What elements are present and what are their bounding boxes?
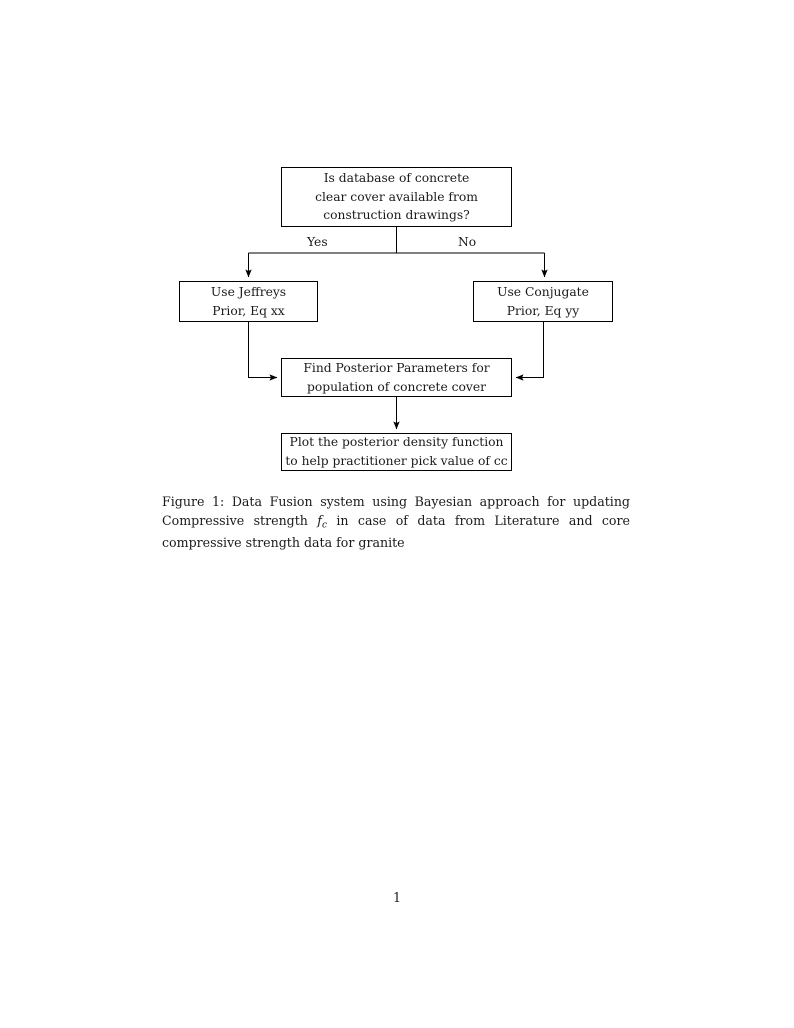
flow-node-jeffreys-prior[interactable]: Use Jeffreys Prior, Eq xx xyxy=(179,281,318,322)
flow-node-plot-line-2: to help practitioner pick value of cc xyxy=(285,454,508,468)
figure-caption: Figure 1: Data Fusion system using Bayes… xyxy=(162,492,630,553)
flow-node-jeffreys-line-2: Prior, Eq xx xyxy=(212,303,285,318)
flow-node-plot-line-1: Plot the posterior density function xyxy=(289,435,504,450)
page-number: 1 xyxy=(392,890,401,905)
flow-node-conjugate-line-2: Prior, Eq yy xyxy=(506,303,580,318)
flow-node-posterior-line-1: Find Posterior Parameters for xyxy=(303,360,490,375)
figure-caption-math-subscript: c xyxy=(321,520,328,531)
flow-node-conjugate-line-1: Use Conjugate xyxy=(497,284,589,299)
branch-label-no: No xyxy=(458,235,477,249)
flow-node-conjugate-prior[interactable]: Use Conjugate Prior, Eq yy xyxy=(473,281,613,322)
flow-node-decision[interactable]: Is database of concrete clear cover avai… xyxy=(281,167,512,227)
figure-caption-text-after: in case of data from Literature and core… xyxy=(162,513,630,551)
flow-node-decision-line-3: construction drawings? xyxy=(323,208,470,223)
figure-flowchart: Is database of concrete clear cover avai… xyxy=(0,0,794,490)
flow-node-find-posterior[interactable]: Find Posterior Parameters for population… xyxy=(281,358,512,397)
figure-caption-text-before: Data Fusion system using Bayesian approa… xyxy=(162,494,630,529)
edge-jeffreys-to-posterior xyxy=(248,322,278,381)
figure-caption-math-base: f xyxy=(317,513,322,529)
flow-node-jeffreys-line-1: Use Jeffreys xyxy=(210,284,287,299)
flow-node-plot-density[interactable]: Plot the posterior density function to h… xyxy=(281,433,512,471)
flow-node-decision-line-1: Is database of concrete xyxy=(323,170,470,185)
branch-label-yes: Yes xyxy=(307,235,328,249)
flow-node-decision-line-2: clear cover available from xyxy=(315,189,478,204)
flowchart-connectors xyxy=(245,227,548,430)
edge-conjugate-to-posterior xyxy=(515,322,544,381)
flow-node-posterior-line-2: population of concrete cover xyxy=(306,379,487,394)
figure-caption-label: Figure 1: xyxy=(162,494,225,509)
